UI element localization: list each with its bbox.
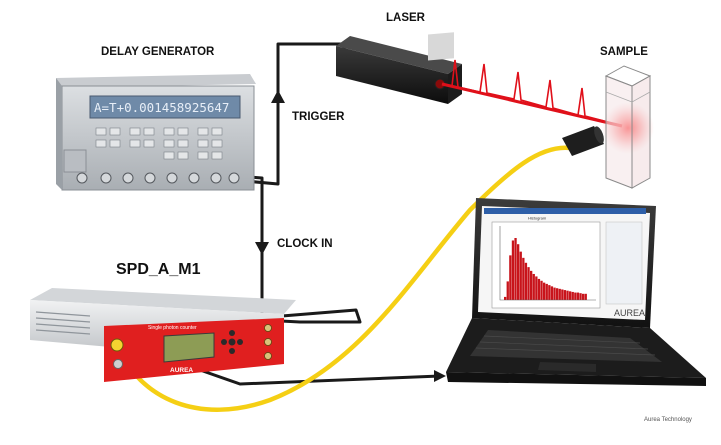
laptop: Histogram AUREA	[446, 198, 706, 386]
credit-text: Aurea Technology	[644, 417, 692, 423]
histogram-bar	[582, 293, 585, 300]
generator-keypad	[95, 127, 223, 160]
laptop-touchpad	[538, 362, 596, 372]
histogram-bar	[540, 280, 543, 300]
histogram-bar	[550, 286, 554, 300]
trigger-arrow	[271, 90, 285, 103]
laser-pulses	[445, 59, 609, 123]
histogram-bar	[504, 296, 507, 300]
laptop-brand: AUREA	[614, 308, 645, 318]
histogram-bar	[579, 293, 582, 300]
spd-sma-connectors	[264, 324, 272, 360]
usb-cable	[199, 368, 441, 386]
laptop-histogram	[499, 226, 596, 301]
sample-cuvette	[602, 65, 654, 189]
spd-device: Single photon counter AUREA	[30, 288, 296, 382]
histogram-bar	[511, 240, 515, 300]
histogram-bar	[545, 283, 548, 300]
label-trigger: TRIGGER	[292, 111, 345, 123]
histogram-bar	[524, 262, 528, 300]
histogram-bar	[569, 291, 572, 300]
spd-fiber-input	[110, 338, 124, 352]
histogram-bar	[553, 287, 556, 300]
clock-arrow	[255, 242, 269, 255]
generator-display-text: A=T+0.001458925647	[94, 100, 229, 115]
optical-fiber	[114, 145, 573, 412]
histogram-bar	[514, 238, 517, 300]
histogram-bar	[576, 292, 580, 300]
histogram-bar	[561, 289, 564, 300]
histogram-bar	[584, 293, 587, 300]
histogram-axes	[499, 226, 596, 301]
histogram-bar	[522, 257, 525, 300]
label-laser: LASER	[386, 12, 425, 24]
spd-buttons	[221, 330, 243, 354]
histogram-bar	[548, 285, 551, 300]
generator-bnc-connectors	[76, 172, 240, 184]
histogram-bar	[571, 291, 574, 300]
histogram-bar	[566, 290, 569, 300]
histogram-bar	[506, 281, 509, 300]
histogram-bar	[543, 282, 546, 300]
label-spd: SPD_A_M1	[116, 261, 201, 278]
histogram-bar	[558, 288, 561, 300]
clock-cable	[233, 174, 362, 324]
label-sample: SAMPLE	[600, 46, 648, 58]
laser	[336, 32, 462, 104]
spd-lcd	[163, 332, 215, 363]
spd-power-button	[113, 359, 123, 369]
histogram-bar	[556, 288, 559, 300]
histogram-bar	[517, 244, 520, 300]
histogram-bar	[563, 290, 567, 300]
histogram-bar	[537, 278, 541, 300]
histogram-bar	[519, 251, 522, 300]
fiber-collimator	[562, 126, 604, 156]
usb-arrow	[434, 370, 446, 382]
delay-generator: A=T+0.001458925647	[56, 74, 256, 191]
histogram-bar	[509, 255, 512, 300]
spd-brand: AUREA	[170, 367, 193, 374]
histogram-bar	[574, 292, 577, 300]
histogram-bar	[532, 273, 535, 300]
laptop-plot-title: Histogram	[528, 216, 547, 221]
histogram-bar	[535, 276, 538, 300]
spd-panel-title: Single photon counter	[148, 325, 197, 331]
label-delay-generator: DELAY GENERATOR	[101, 46, 215, 58]
histogram-bar	[530, 270, 533, 300]
label-clock-in: CLOCK IN	[277, 238, 333, 250]
histogram-bar	[527, 267, 530, 300]
laser-beam	[441, 59, 623, 128]
